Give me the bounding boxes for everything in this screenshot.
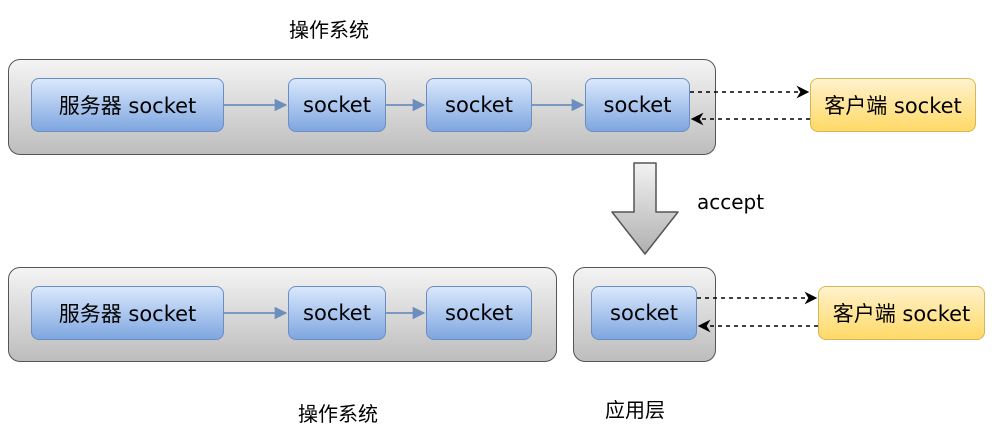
bottom-queue-socket-1: socket	[288, 286, 386, 340]
bottom-queue-socket-2: socket	[426, 286, 532, 340]
accept-big-arrow	[611, 162, 679, 255]
top-queue-socket-1: socket	[288, 78, 386, 132]
app-layer-title: 应用层	[605, 398, 665, 422]
bottom-client-socket: 客户端 socket	[818, 286, 985, 340]
top-server-socket: 服务器 socket	[31, 78, 224, 132]
accept-label: accept	[697, 190, 765, 214]
app-socket: socket	[591, 286, 697, 340]
top-os-title: 操作系统	[289, 18, 369, 42]
bottom-server-socket: 服务器 socket	[31, 286, 224, 340]
top-queue-socket-3: socket	[585, 78, 690, 132]
bottom-os-title: 操作系统	[298, 402, 378, 426]
top-queue-socket-2: socket	[426, 78, 532, 132]
top-client-socket: 客户端 socket	[810, 78, 976, 132]
